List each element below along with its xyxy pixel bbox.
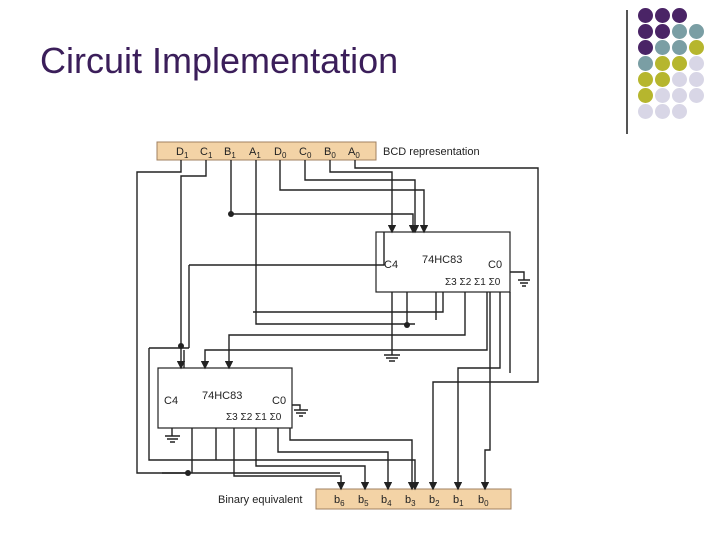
decorative-dot	[655, 24, 670, 39]
decorative-dot	[672, 88, 687, 103]
decorative-dot	[689, 56, 704, 71]
binary-output-b4: b4	[381, 494, 392, 508]
decorative-dot	[655, 40, 670, 55]
decorative-dot	[689, 40, 704, 55]
bcd-input-c0: C0	[299, 146, 312, 160]
binary-output-b2: b2	[429, 494, 440, 508]
bcd-input-c1: C1	[200, 146, 213, 160]
decorative-dot	[672, 72, 687, 87]
bcd-input-a1: A1	[249, 146, 261, 160]
upper-chip-sum-outputs: Σ3 Σ2 Σ1 Σ0	[445, 277, 501, 288]
slide-title: Circuit Implementation	[40, 40, 399, 81]
binary-output-b3: b3	[405, 494, 416, 508]
bcd-input-bar	[156, 141, 377, 161]
upper-chip-carry-out: C4	[384, 259, 398, 271]
decorative-dot	[655, 72, 670, 87]
bcd-input-b1: B1	[224, 146, 236, 160]
lower-chip-carry-out: C4	[164, 395, 178, 407]
decorative-dot	[638, 88, 653, 103]
bcd-input-a0: A0	[348, 146, 360, 160]
wiring	[136, 160, 539, 491]
decorative-dot	[689, 88, 704, 103]
binary-output-b1: b1	[453, 494, 464, 508]
upper-chip-name: 74HC83	[422, 254, 462, 266]
binary-output-b6: b6	[334, 494, 345, 508]
decorative-dot	[672, 24, 687, 39]
lower-chip-sum-outputs: Σ3 Σ2 Σ1 Σ0	[226, 412, 282, 423]
decorative-divider	[626, 10, 628, 134]
decorative-dot	[638, 24, 653, 39]
decorative-dot	[655, 8, 670, 23]
lower-chip-name: 74HC83	[202, 390, 242, 402]
decorative-dot	[672, 104, 687, 119]
upper-chip-carry-in: C0	[488, 259, 502, 271]
bcd-input-d1: D1	[176, 146, 189, 160]
bcd-caption: BCD representation	[383, 146, 480, 158]
junction-dots	[178, 211, 410, 476]
decorative-dot	[655, 88, 670, 103]
binary-output-labels: b6 b5 b4 b3 b2 b1 b0	[334, 494, 489, 508]
decorative-dot	[672, 56, 687, 71]
decorative-dot	[655, 56, 670, 71]
bcd-input-labels: D1 C1 B1 A1 D0 C0 B0 A0	[176, 146, 360, 160]
decorative-dot	[638, 40, 653, 55]
binary-output-b0: b0	[478, 494, 489, 508]
binary-output-b5: b5	[358, 494, 369, 508]
decorative-dot	[638, 56, 653, 71]
decorative-dot	[689, 72, 704, 87]
binary-caption: Binary equivalent	[218, 494, 302, 506]
decorative-dot	[672, 40, 687, 55]
lower-chip-carry-in: C0	[272, 395, 286, 407]
decorative-dot	[638, 8, 653, 23]
bcd-input-b0: B0	[324, 146, 336, 160]
decorative-dot	[672, 8, 687, 23]
decorative-dot	[638, 72, 653, 87]
decorative-dot	[689, 24, 704, 39]
decorative-dot	[638, 104, 653, 119]
decorative-dot	[655, 104, 670, 119]
bcd-input-d0: D0	[274, 146, 287, 160]
